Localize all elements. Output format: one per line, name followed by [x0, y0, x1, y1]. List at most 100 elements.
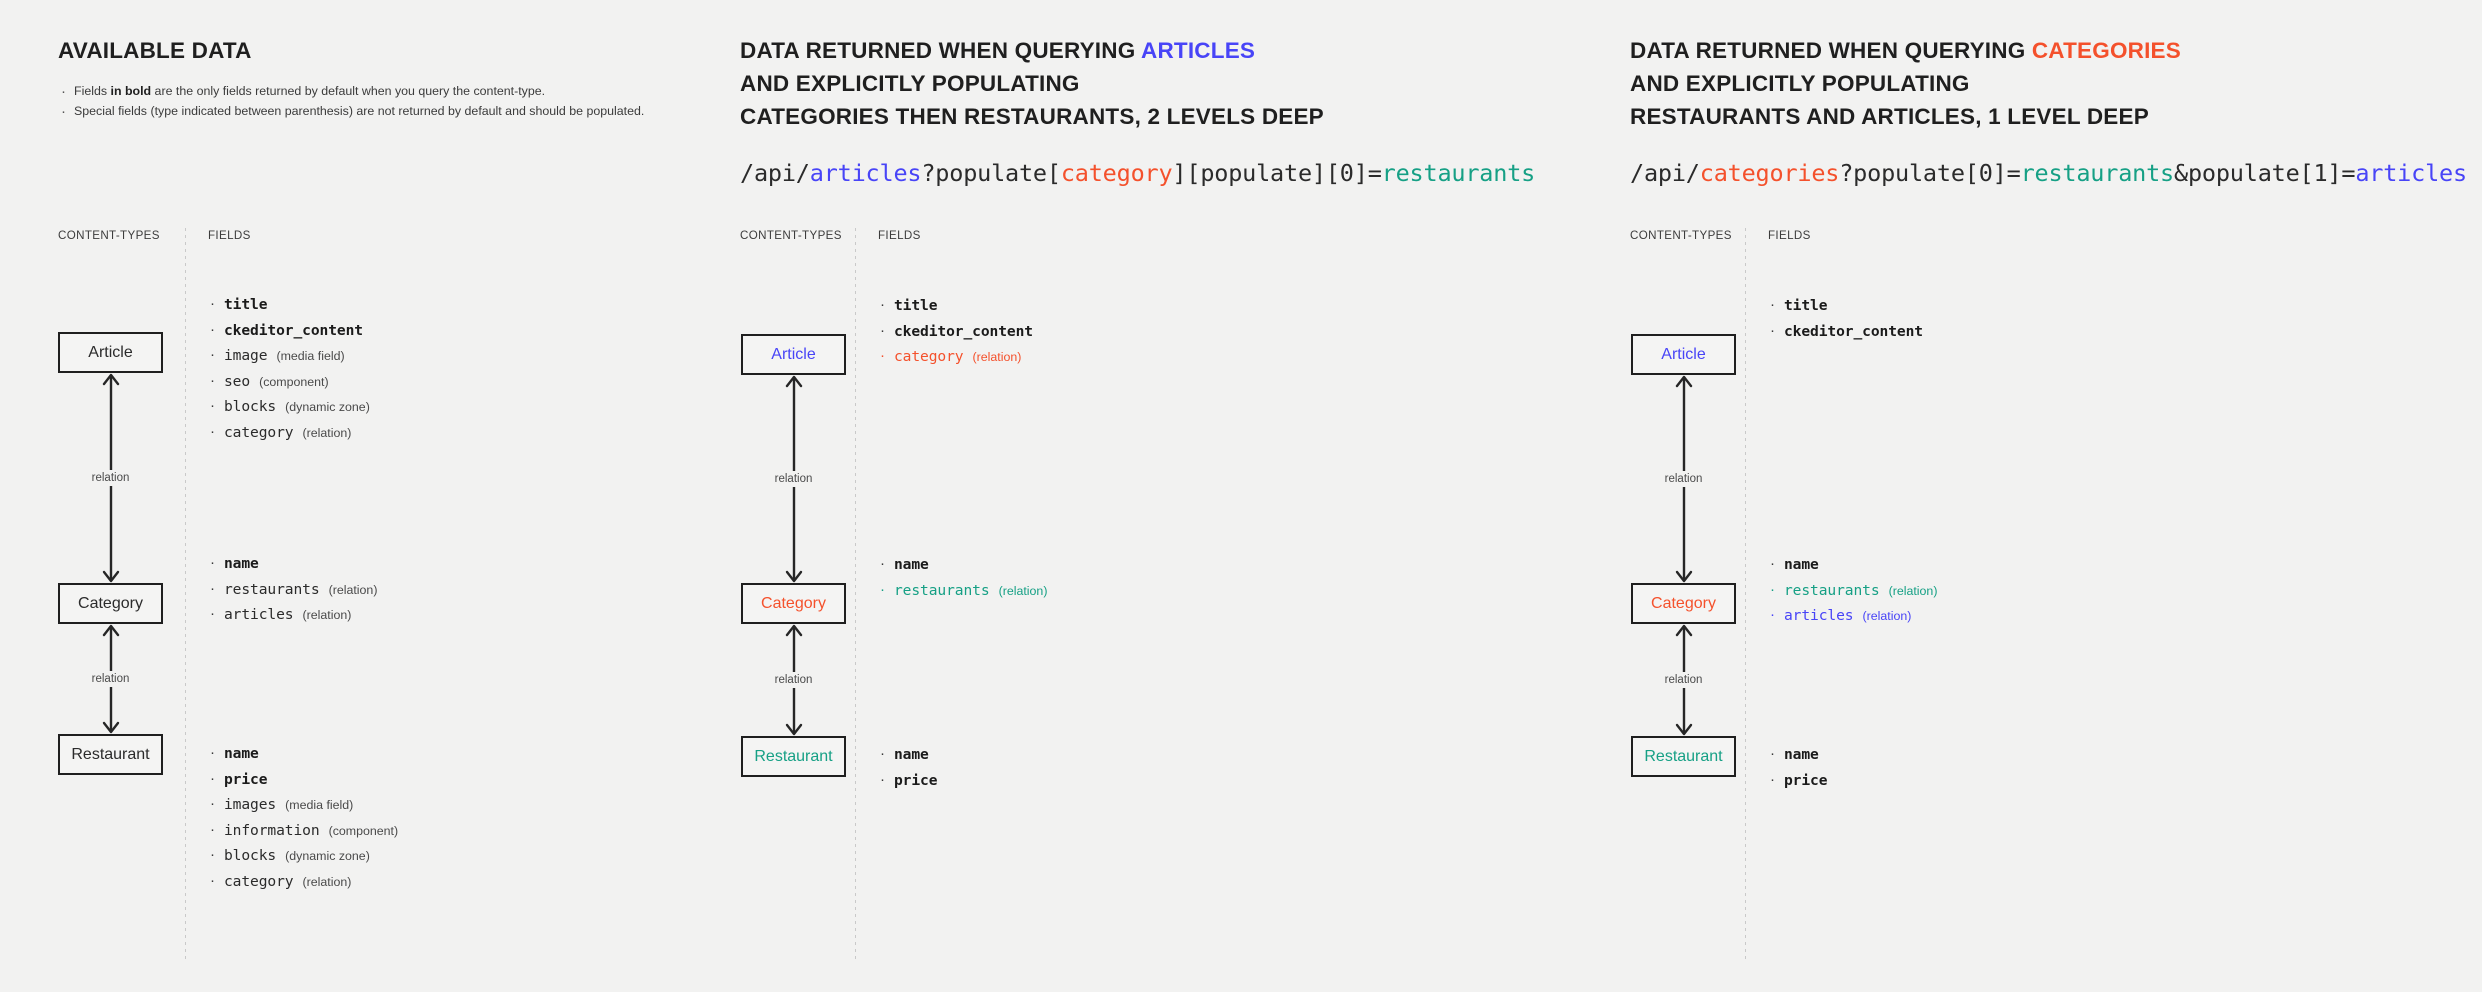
- query-segment: restaurants: [2020, 159, 2175, 188]
- field-name: information: [224, 821, 320, 839]
- query-segment: categories: [1699, 159, 1840, 188]
- bullet-icon: ·: [880, 555, 885, 572]
- relation-label: relation: [1660, 471, 1707, 487]
- field-row: ·name: [880, 746, 937, 772]
- query-segment: articles: [809, 159, 922, 188]
- field-name: restaurants: [224, 580, 320, 598]
- relation-label: relation: [87, 671, 134, 687]
- bullet-icon: ·: [210, 579, 215, 597]
- query-segment: articles: [2355, 159, 2467, 188]
- field-name: category: [224, 423, 294, 441]
- field-row: ·category(relation): [210, 873, 398, 899]
- api-query-string: /api/categories?populate[0]=restaurants&…: [1630, 159, 2467, 188]
- bullet-icon: ·: [210, 846, 215, 864]
- title-segment: AND EXPLICITLY POPULATING: [740, 71, 1080, 97]
- entity-box-restaurant[interactable]: Restaurant: [58, 734, 163, 775]
- field-row: · ckeditor_content: [880, 323, 1033, 349]
- entity-box-article[interactable]: Article: [741, 334, 846, 375]
- field-name: name: [224, 745, 259, 762]
- bullet-icon: ·: [210, 295, 215, 312]
- bullet-icon: ·: [210, 605, 215, 623]
- field-name: title: [1784, 297, 1828, 314]
- field-row: ·seo(component): [210, 373, 370, 399]
- field-row: ·ckeditor_content: [210, 322, 370, 348]
- field-row: ·title: [1770, 297, 1923, 323]
- relation-label: relation: [1660, 672, 1707, 688]
- bullet-icon: ·: [210, 422, 215, 440]
- title-segment: DATA RETURNED WHEN QUERYING: [740, 38, 1142, 63]
- entity-box-category[interactable]: Category: [58, 583, 163, 624]
- relation-label: relation: [87, 470, 134, 486]
- title-segment: RESTAURANTS AND ARTICLES, 1 LEVEL DEEP: [1630, 104, 2149, 130]
- entity-box-category[interactable]: Category: [741, 583, 846, 624]
- field-row: ·price: [1770, 770, 1828, 798]
- panel-title: AVAILABLE DATA: [58, 38, 252, 63]
- column-divider: [855, 228, 856, 963]
- query-segment: /api/: [1630, 159, 1700, 188]
- column-divider: [185, 228, 186, 963]
- entity-box-category[interactable]: Category: [1631, 583, 1736, 624]
- field-name: name: [1784, 556, 1819, 573]
- panel-notes-list: Fields in bold are the only fields retur…: [58, 80, 838, 125]
- field-group-restaurant: ·name·price·images(media field)·informat…: [210, 745, 398, 899]
- field-type: (component): [259, 374, 329, 389]
- field-group-category: ·name·restaurants(relation)·articles(rel…: [210, 555, 377, 632]
- bullet-icon: ·: [1770, 745, 1775, 762]
- field-group-category: ·name·restaurants(relation): [880, 556, 1047, 607]
- field-row: ·articles(relation): [210, 606, 377, 632]
- entity-box-restaurant[interactable]: Restaurant: [1631, 736, 1736, 777]
- bullet-icon: ·: [880, 321, 885, 339]
- field-row: · category (relation): [210, 424, 370, 450]
- bullet-icon: ·: [1770, 770, 1775, 788]
- note-emphasis: in bold: [110, 84, 152, 99]
- relation-label: relation: [770, 672, 817, 688]
- field-type: (relation): [972, 350, 1022, 365]
- query-segment: /api/: [740, 159, 810, 188]
- field-type: (relation): [328, 582, 378, 597]
- field-name: title: [894, 297, 938, 314]
- query-segment: ?populate[0]=: [1839, 159, 2021, 188]
- field-row: ·name: [1770, 556, 1937, 582]
- field-row: ·articles(relation): [1770, 607, 1937, 633]
- field-group-article: ·title·ckeditor_content·category(relatio…: [880, 297, 1033, 374]
- field-type: (relation): [302, 608, 352, 623]
- entity-box-article[interactable]: Article: [58, 332, 163, 373]
- field-name: ckeditor_content: [1784, 322, 1923, 340]
- bullet-icon: ·: [880, 770, 885, 788]
- field-row: · restaurants (relation): [210, 581, 377, 607]
- field-group-restaurant: ·name·price: [880, 746, 938, 797]
- field-row: ·name: [210, 555, 377, 581]
- field-name: name: [224, 555, 259, 572]
- field-type: (component): [328, 823, 399, 838]
- bullet-icon: ·: [1770, 321, 1775, 339]
- field-group-article: ·title· ckeditor_content: [1770, 297, 1923, 348]
- field-name: seo: [224, 372, 251, 390]
- field-type: (relation): [302, 425, 352, 440]
- field-row: ·name: [1770, 746, 1827, 772]
- entity-box-restaurant[interactable]: Restaurant: [741, 736, 846, 777]
- bullet-icon: ·: [210, 320, 215, 338]
- title-segment: AND EXPLICITLY POPULATING: [1630, 71, 1970, 97]
- bullet-icon: ·: [210, 820, 215, 838]
- title-segment: CATEGORIES THEN RESTAURANTS, 2 LEVELS DE…: [740, 104, 1324, 130]
- bullet-icon: ·: [210, 346, 215, 364]
- panel-title-line: AND EXPLICITLY POPULATING: [740, 67, 1520, 100]
- field-group-article: ·title·ckeditor_content·image(media fiel…: [210, 296, 370, 450]
- field-row: · ckeditor_content: [1770, 323, 1923, 349]
- entity-box-article[interactable]: Article: [1631, 334, 1736, 375]
- field-name: blocks: [224, 398, 277, 416]
- query-segment: ][populate][0]=: [1172, 159, 1382, 188]
- field-row: ·name: [210, 745, 398, 771]
- field-type: (relation): [1888, 583, 1938, 598]
- field-name: category: [224, 872, 294, 890]
- field-row: ·restaurants(relation): [880, 582, 1047, 608]
- field-name: images: [224, 796, 277, 814]
- field-name: ckeditor_content: [894, 322, 1033, 340]
- field-row: ·title: [210, 296, 370, 322]
- field-type: (dynamic zone): [285, 400, 370, 415]
